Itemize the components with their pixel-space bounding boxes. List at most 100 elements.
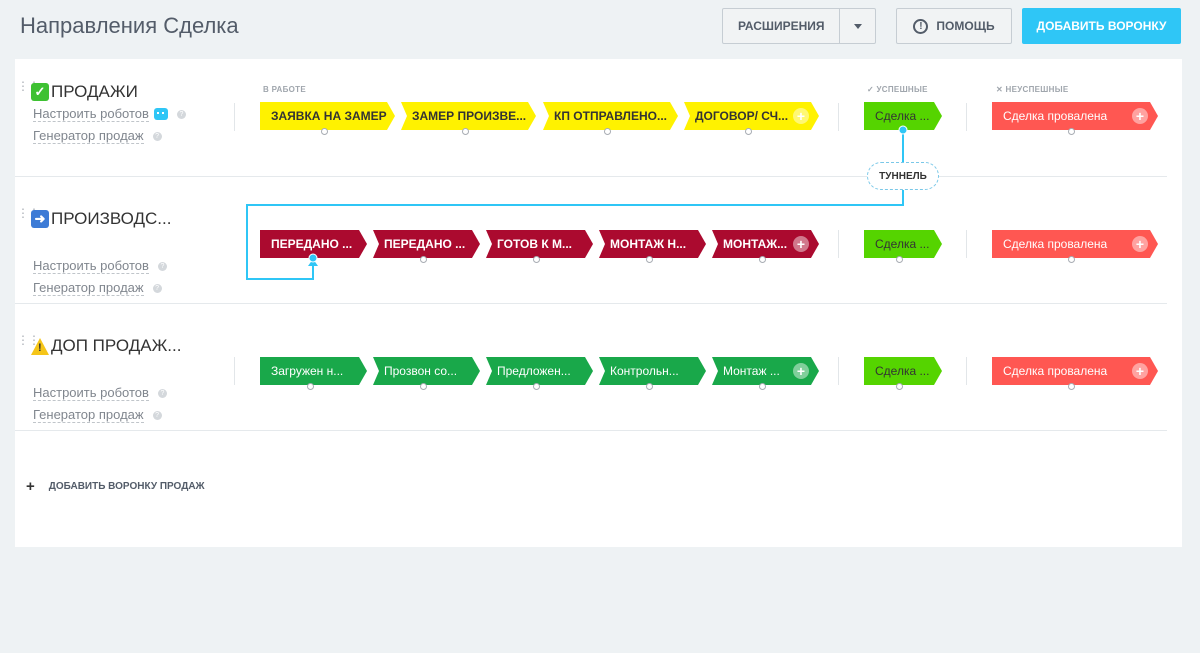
drag-handle-icon[interactable]: ⋮⋮: [17, 334, 40, 346]
stage-label: ПЕРЕДАНО ...: [271, 237, 353, 251]
stage[interactable]: ПЕРЕДАНО ...: [373, 230, 480, 263]
robots-link-text: Настроить роботов: [33, 106, 149, 122]
stage-label: МОНТАЖ Н...: [610, 237, 687, 251]
generator-link[interactable]: Генератор продаж ?: [33, 128, 162, 144]
add-stage-icon[interactable]: +: [793, 236, 809, 252]
section-failure-text: НЕУСПЕШНЫЕ: [1005, 85, 1069, 94]
warning-emoji-icon: !: [31, 337, 49, 355]
stage-connector-dot[interactable]: [461, 128, 469, 135]
stage-connector-dot[interactable]: [419, 383, 427, 390]
tunnel-badge[interactable]: ТУННЕЛЬ: [867, 162, 939, 190]
success-stage[interactable]: Сделка ...: [864, 230, 942, 263]
extensions-label: РАСШИРЕНИЯ: [737, 19, 825, 33]
stage-label: Сделка ...: [875, 237, 930, 251]
add-funnel-button[interactable]: ДОБАВИТЬ ВОРОНКУ: [1022, 8, 1181, 44]
stage-connector-dot[interactable]: [532, 256, 540, 263]
help-question-icon[interactable]: ?: [152, 283, 162, 293]
stage-label: МОНТАЖ...: [723, 237, 788, 251]
funnel-name-text: ПРОДАЖИ: [51, 82, 138, 101]
stage[interactable]: Контрольн...: [599, 357, 706, 390]
add-stage-icon[interactable]: +: [1132, 363, 1148, 379]
stage-connector-dot[interactable]: [896, 256, 903, 263]
stage-connector-dot[interactable]: [320, 128, 328, 135]
robots-link[interactable]: Настроить роботов ?: [33, 385, 167, 401]
fail-stage[interactable]: Сделка провалена+: [992, 357, 1158, 390]
add-sales-funnel-label: ДОБАВИТЬ ВОРОНКУ ПРОДАЖ: [48, 481, 205, 492]
stage-connector-dot[interactable]: [645, 383, 653, 390]
funnel-name[interactable]: ✓ ПРОДАЖИ: [31, 82, 138, 102]
stage-label: Прозвон со...: [384, 364, 458, 378]
fail-stage[interactable]: Сделка провалена +: [992, 102, 1158, 135]
stage[interactable]: МОНТАЖ Н...: [599, 230, 706, 263]
stage[interactable]: ЗАЯВКА НА ЗАМЕР: [260, 102, 395, 135]
stage-connector-dot[interactable]: [1068, 383, 1075, 390]
stage[interactable]: ДОГОВОР/ СЧ... +: [684, 102, 819, 135]
help-question-icon[interactable]: ?: [176, 109, 186, 119]
stage-connector-dot[interactable]: [419, 256, 427, 263]
plus-icon: +: [26, 478, 35, 495]
success-stage[interactable]: Сделка ...: [864, 102, 942, 130]
add-sales-funnel-link[interactable]: + ДОБАВИТЬ ВОРОНКУ ПРОДАЖ: [26, 478, 205, 495]
chevron-down-icon[interactable]: [840, 23, 875, 29]
divider: [838, 230, 839, 258]
stage-label: ДОГОВОР/ СЧ...: [695, 109, 789, 123]
stage[interactable]: Предложен...: [486, 357, 593, 390]
add-stage-icon[interactable]: +: [793, 363, 809, 379]
help-question-icon[interactable]: ?: [152, 131, 162, 141]
stage-connector-dot[interactable]: [532, 383, 540, 390]
stage-connector-dot[interactable]: [744, 128, 752, 135]
stage-connector-dot[interactable]: [896, 383, 903, 390]
success-stage[interactable]: Сделка ...: [864, 357, 942, 390]
stage[interactable]: Прозвон со...: [373, 357, 480, 390]
fail-stage[interactable]: Сделка провалена +: [992, 230, 1158, 263]
stage[interactable]: ПЕРЕДАНО ...: [260, 230, 367, 258]
stage-connector-dot[interactable]: [1068, 256, 1075, 263]
stage-connector-dot[interactable]: [1068, 128, 1075, 135]
info-icon: !: [913, 18, 929, 34]
check-emoji-icon: ✓: [31, 83, 49, 101]
divider: [234, 103, 235, 131]
robot-icon: [153, 108, 168, 120]
robots-link-text: Настроить роботов: [33, 385, 149, 401]
section-in-progress-label: В РАБОТЕ: [263, 85, 307, 94]
help-button[interactable]: ! ПОМОЩЬ: [896, 8, 1012, 44]
stage-connector-dot[interactable]: [306, 383, 314, 390]
section-success-text: УСПЕШНЫЕ: [876, 85, 928, 94]
stage-connector-dot[interactable]: [645, 256, 653, 263]
robots-link-text: Настроить роботов: [33, 258, 149, 274]
funnel-name[interactable]: ! ДОП ПРОДАЖ...: [31, 336, 181, 356]
stage-label: Сделка ...: [875, 109, 930, 123]
stage[interactable]: МОНТАЖ... +: [712, 230, 819, 263]
help-question-icon[interactable]: ?: [157, 388, 167, 398]
extensions-button[interactable]: РАСШИРЕНИЯ: [722, 8, 876, 44]
add-stage-icon[interactable]: +: [1132, 236, 1148, 252]
section-success-label: ✓ УСПЕШНЫЕ: [867, 85, 928, 94]
stage-connector-dot[interactable]: [758, 383, 766, 390]
funnel-name[interactable]: ➜ ПРОИЗВОДС...: [31, 209, 171, 229]
stage-connector-dot[interactable]: [758, 256, 766, 263]
funnel-row-production: [15, 177, 1167, 304]
stage[interactable]: ЗАМЕР ПРОИЗВЕ...: [401, 102, 536, 135]
robots-link[interactable]: Настроить роботов ?: [33, 106, 186, 122]
help-question-icon[interactable]: ?: [152, 410, 162, 420]
robots-link[interactable]: Настроить роботов ?: [33, 258, 167, 274]
add-stage-icon[interactable]: +: [793, 108, 809, 124]
generator-link[interactable]: Генератор продаж ?: [33, 407, 162, 423]
stage[interactable]: ГОТОВ К М...: [486, 230, 593, 263]
stage-connector-dot[interactable]: [603, 128, 611, 135]
stage-label: Предложен...: [497, 364, 571, 378]
stage[interactable]: Монтаж ...+: [712, 357, 819, 390]
divider: [966, 103, 967, 131]
close-icon: ✕: [996, 85, 1006, 94]
stage[interactable]: Загружен н...: [260, 357, 367, 390]
stage-label: Сделка провалена: [1003, 237, 1108, 251]
stage[interactable]: КП ОТПРАВЛЕНО...: [543, 102, 678, 135]
stage-label: ЗАЯВКА НА ЗАМЕР: [271, 109, 387, 123]
generator-link[interactable]: Генератор продаж ?: [33, 280, 162, 296]
divider: [966, 357, 967, 385]
stage-label: Сделка провалена: [1003, 109, 1108, 123]
stage-label: КП ОТПРАВЛЕНО...: [554, 109, 667, 123]
generator-link-text: Генератор продаж: [33, 280, 144, 296]
add-stage-icon[interactable]: +: [1132, 108, 1148, 124]
help-question-icon[interactable]: ?: [157, 261, 167, 271]
